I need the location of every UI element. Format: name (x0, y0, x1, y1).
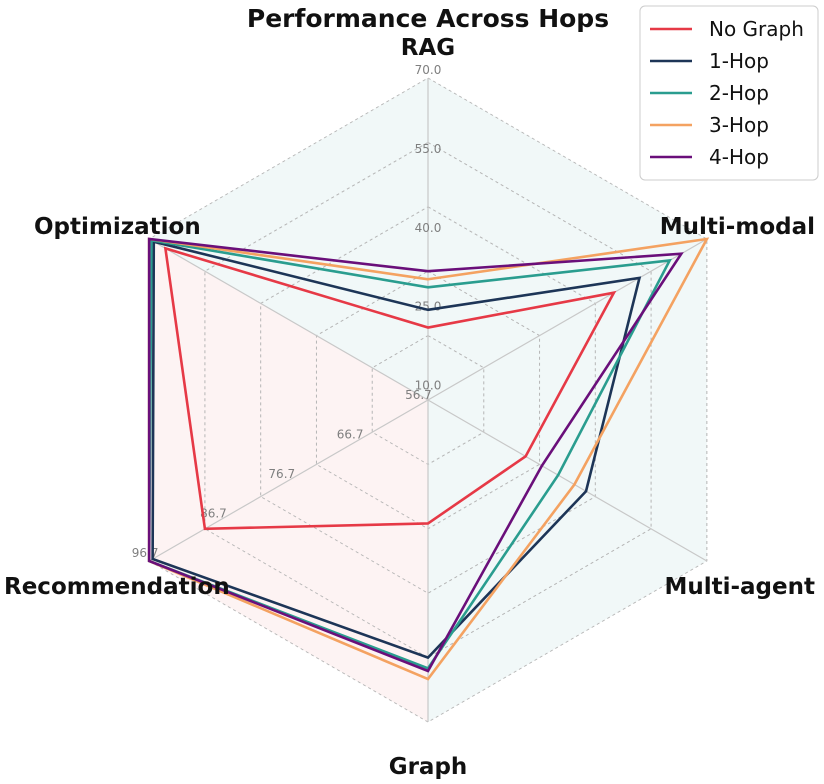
legend-label-3-hop: 3-Hop (709, 113, 769, 137)
spoke-optimization (148, 238, 429, 401)
legend: No Graph 1-Hop 2-Hop 3-Hop 4-Hop (639, 5, 819, 181)
tick-label-recommendation-1: 66.7 (337, 428, 364, 442)
legend-box (639, 5, 819, 181)
tick-label-rag-1: 25.0 (415, 300, 442, 314)
sector-rag (428, 78, 707, 400)
spoke-recommendation (148, 399, 429, 562)
sector-optimization (149, 78, 428, 400)
tick-label-recommendation-4: 96.7 (132, 546, 159, 560)
legend-label-no-graph: No Graph (709, 17, 804, 41)
series-line-no-graph (163, 246, 617, 531)
legend-label-2-hop: 2-Hop (709, 81, 769, 105)
spoke-multi-agent (427, 399, 708, 562)
spoke-multi-modal (427, 238, 708, 401)
tick-label-recommendation-3: 86.7 (200, 507, 227, 521)
series-line-4-hop (147, 237, 684, 673)
tick-label-rag-4: 70.0 (415, 63, 442, 77)
legend-label-4-hop: 4-Hop (709, 145, 769, 169)
chart-title: Performance Across Hops (247, 4, 609, 33)
tick-label-rag-2: 40.0 (415, 221, 442, 235)
tick-label-recommendation-2: 76.7 (268, 467, 295, 481)
background-sectors (149, 78, 707, 722)
axis-label-multi-agent: Multi-agent (664, 574, 815, 600)
series-lines (147, 237, 710, 681)
tick-label-recommendation-0: 56.7 (405, 388, 432, 402)
axis-label-optimization: Optimization (34, 214, 201, 240)
axis-label-multi-modal: Multi-modal (660, 214, 815, 240)
axis-label-recommendation: Recommendation (4, 574, 230, 600)
tick-label-rag-3: 55.0 (415, 142, 442, 156)
axis-label-graph: Graph (389, 754, 468, 780)
sector-multi-agent (428, 400, 707, 722)
axis-label-rag: RAG (401, 35, 455, 61)
legend-label-1-hop: 1-Hop (709, 49, 769, 73)
sector-recommendation (149, 239, 428, 561)
tick-label-rag-0: 10.0 (415, 379, 442, 393)
